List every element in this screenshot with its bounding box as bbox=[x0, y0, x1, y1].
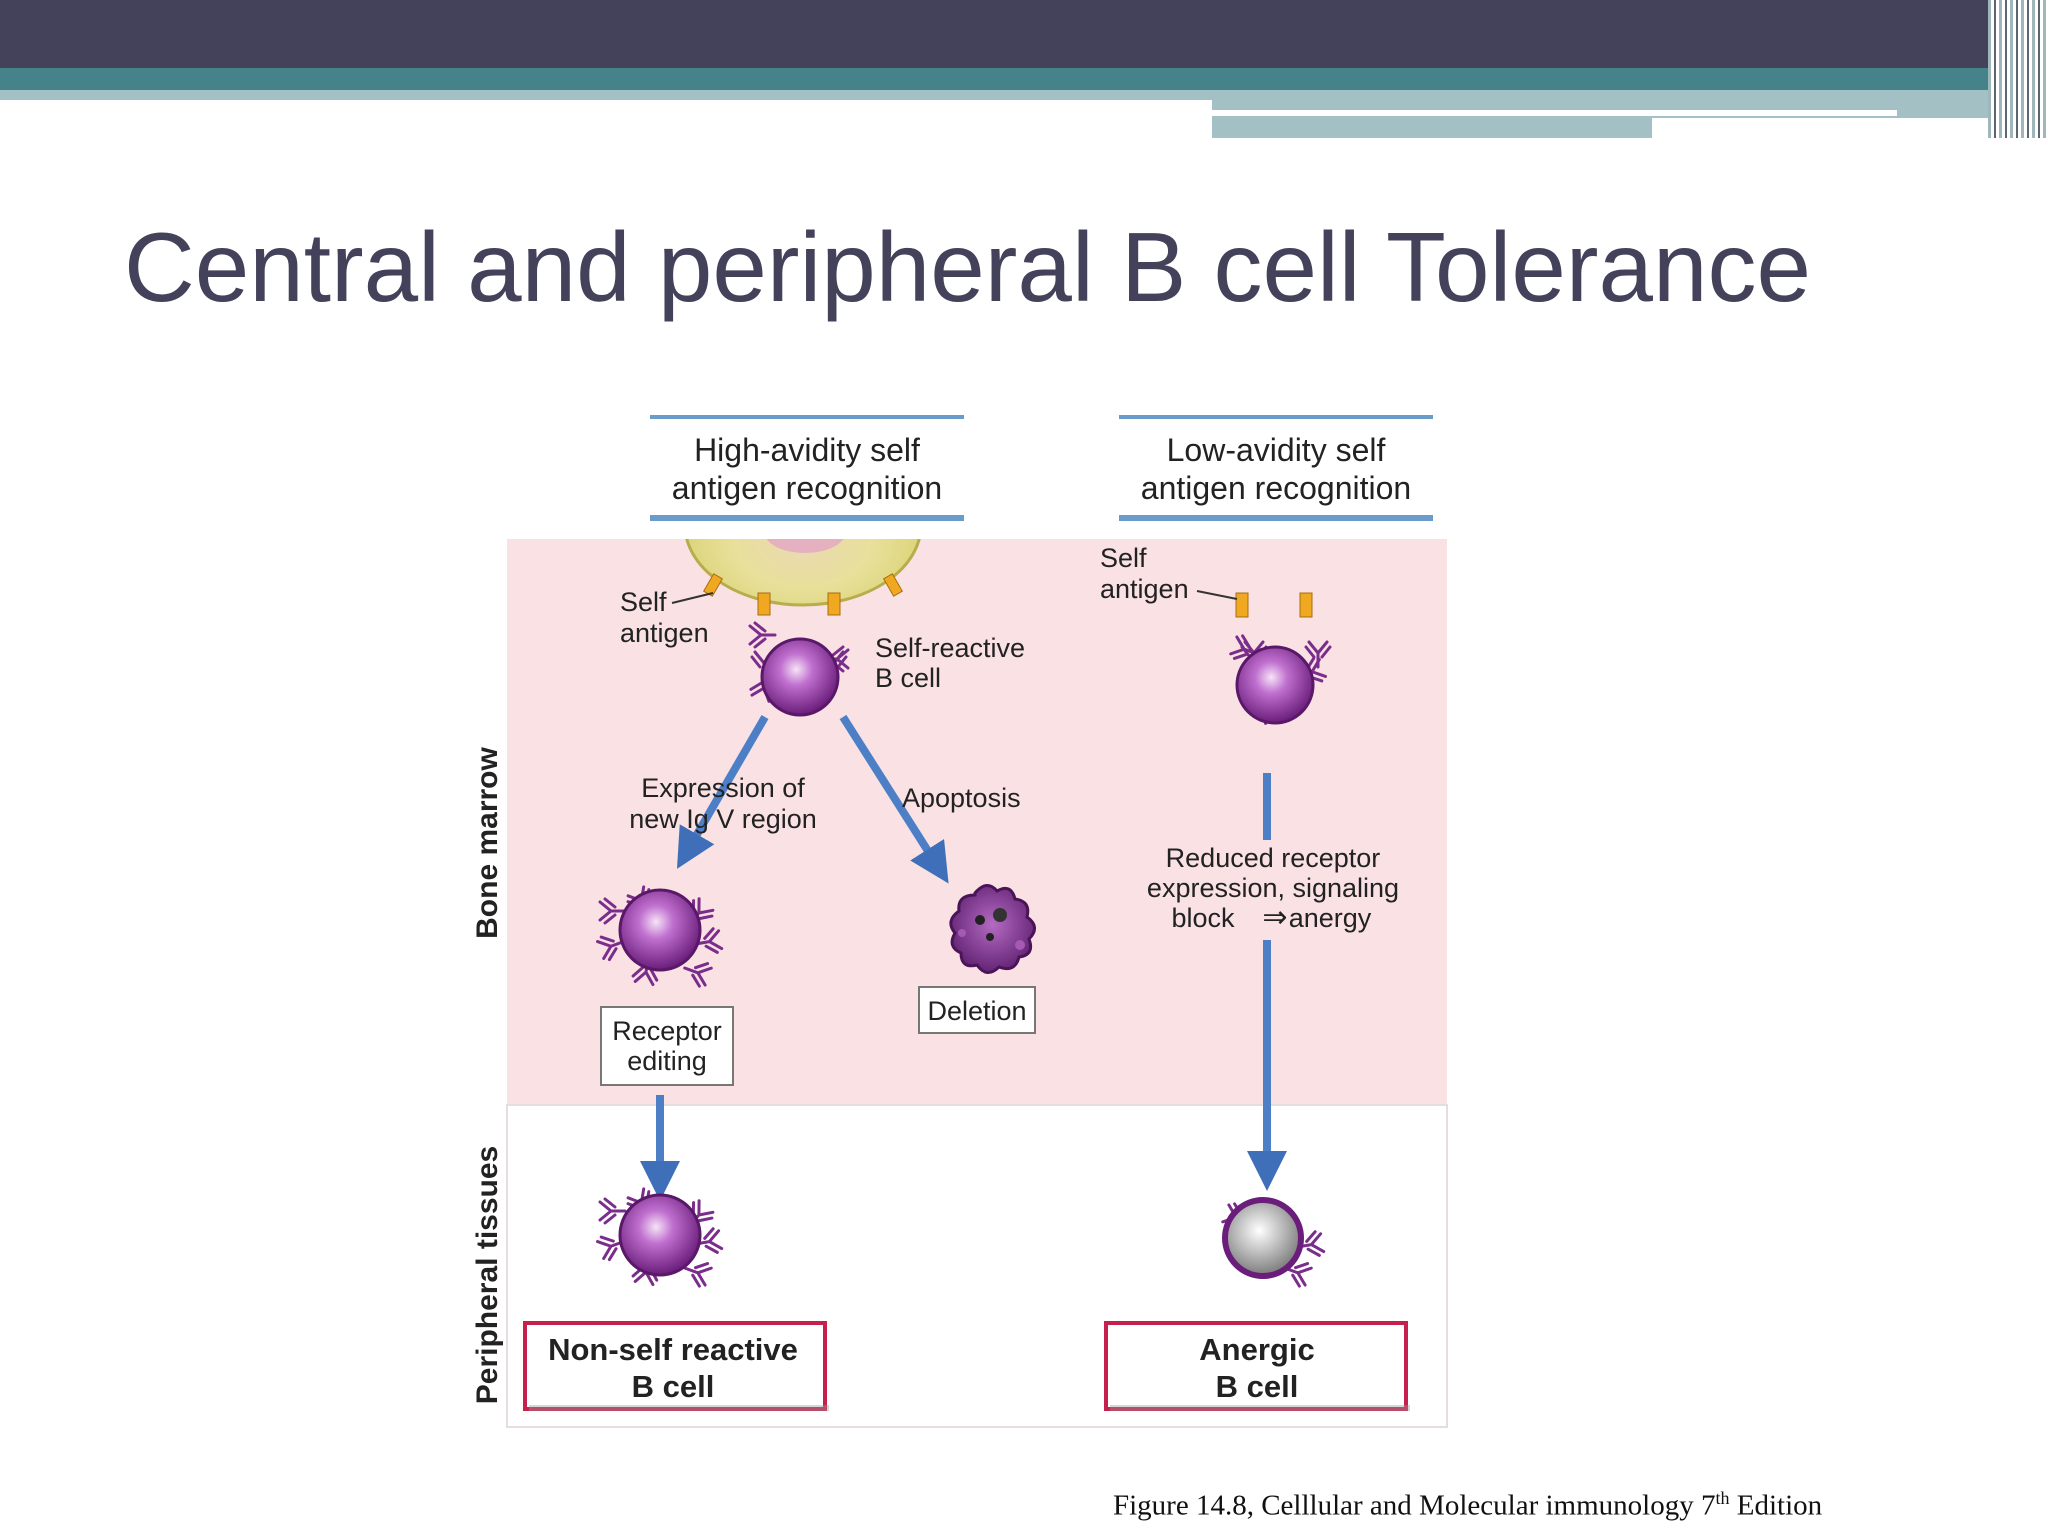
implies-arrow-icon: ⇒ bbox=[1262, 901, 1287, 934]
reduced-label-bg bbox=[1140, 840, 1410, 940]
self-reactive-b-cell bbox=[747, 621, 850, 717]
self-antigen-left-label1: Self bbox=[620, 587, 667, 617]
self-reactive-label1: Self-reactive bbox=[875, 633, 1025, 663]
receptor-editing-label2: editing bbox=[627, 1046, 707, 1076]
non-self-reactive-b-cell bbox=[594, 1185, 724, 1290]
slide-title: Central and peripheral B cell Tolerance bbox=[124, 212, 1811, 322]
anergic-label2: B cell bbox=[1216, 1369, 1299, 1404]
header-right-line2: antigen recognition bbox=[1141, 470, 1411, 506]
header-teal-band bbox=[0, 68, 2048, 90]
apoptotic-cell bbox=[949, 884, 1036, 974]
arrow-to-apoptosis bbox=[839, 714, 949, 884]
header-right-line1: Low-avidity self bbox=[1167, 432, 1386, 468]
anergic-b-cell bbox=[1220, 1195, 1326, 1290]
reduced-label3: block bbox=[1171, 903, 1235, 933]
receptor-edited-b-cell bbox=[594, 883, 724, 990]
receptor-editing-box bbox=[600, 1006, 734, 1086]
deletion-box bbox=[918, 986, 1036, 1034]
caption-superscript: th bbox=[1715, 1488, 1730, 1508]
self-antigen-left-pointer bbox=[671, 592, 714, 604]
header-stripes bbox=[1988, 0, 2048, 138]
header-light-band bbox=[0, 90, 1212, 100]
header-left-box bbox=[650, 413, 964, 521]
deletion-label: Deletion bbox=[927, 996, 1026, 1026]
self-antigen-left-label2: antigen bbox=[620, 618, 709, 648]
apoptosis-label: Apoptosis bbox=[902, 783, 1021, 813]
reduced-label4: anergy bbox=[1289, 903, 1372, 933]
arrow-to-receptor-editing bbox=[676, 714, 769, 869]
self-antigen-right-pointer bbox=[1196, 590, 1238, 600]
header-light-band-step bbox=[1212, 118, 1652, 138]
caption-text: Figure 14.8, Celllular and Molecular imm… bbox=[1113, 1489, 1716, 1522]
header-band bbox=[0, 0, 2048, 68]
expression-label1: Expression of bbox=[641, 773, 805, 803]
reduced-label1: Reduced receptor bbox=[1166, 843, 1381, 873]
non-self-reactive-label2: B cell bbox=[632, 1369, 715, 1404]
receptor-editing-label1: Receptor bbox=[612, 1016, 722, 1046]
self-antigen-left bbox=[702, 573, 904, 616]
header-white-line bbox=[1212, 110, 1897, 116]
bone-marrow-label: Bone marrow bbox=[471, 746, 504, 938]
non-self-reactive-label1: Non-self reactive bbox=[548, 1332, 798, 1367]
anergic-box bbox=[1104, 1321, 1408, 1411]
tolerance-diagram: High-avidity self antigen recognition Lo… bbox=[455, 413, 1455, 1470]
self-antigen-right bbox=[1235, 592, 1313, 618]
expression-label2: new Ig V region bbox=[629, 804, 817, 834]
self-antigen-right-label1: Self bbox=[1100, 543, 1147, 573]
self-antigen-right-label2: antigen bbox=[1100, 574, 1189, 604]
self-reactive-label2: B cell bbox=[875, 663, 941, 693]
header-right-box bbox=[1119, 413, 1433, 521]
header-left-line2: antigen recognition bbox=[672, 470, 942, 506]
anergic-label1: Anergic bbox=[1199, 1332, 1314, 1367]
peripheral-tissues-label: Peripheral tissues bbox=[471, 1146, 504, 1404]
reduced-label2: expression, signaling bbox=[1147, 873, 1399, 903]
apc-cell bbox=[685, 539, 921, 607]
non-self-reactive-box bbox=[523, 1321, 827, 1411]
header-left-line1: High-avidity self bbox=[694, 432, 920, 468]
low-avidity-b-cell bbox=[1228, 632, 1332, 727]
caption-end: Edition bbox=[1729, 1489, 1823, 1522]
figure-caption: Figure 14.8, Celllular and Molecular imm… bbox=[1113, 1488, 1822, 1523]
